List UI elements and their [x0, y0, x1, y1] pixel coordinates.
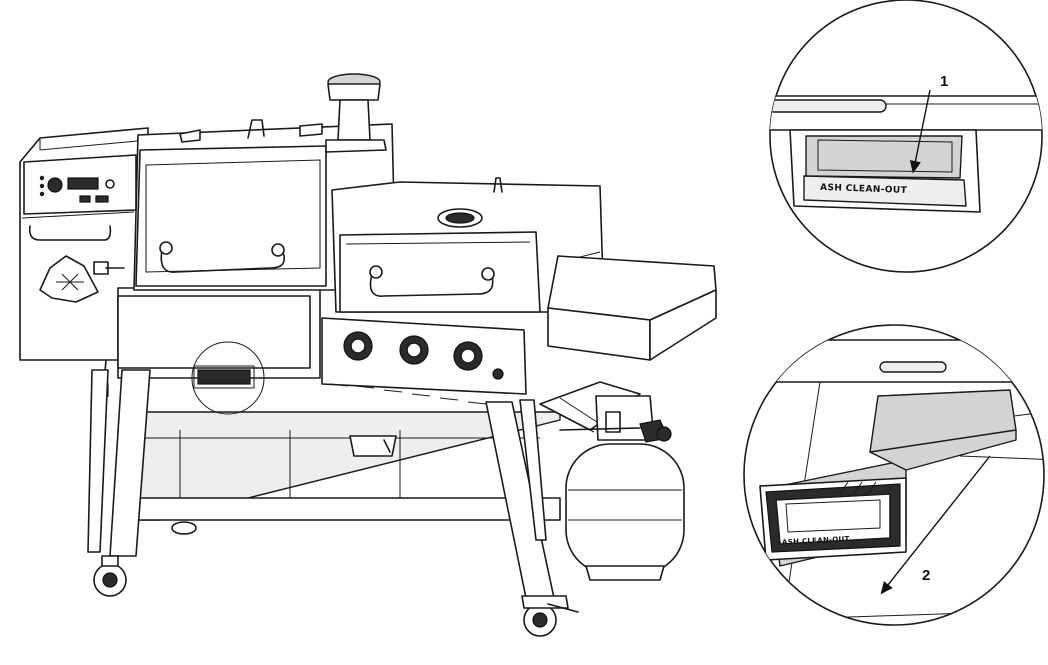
control-dial [47, 177, 63, 193]
step-number-2: 2 [922, 567, 930, 584]
hopper-handle [28, 225, 112, 241]
callout-step-2: ASH CLEAN-OUT 2 [743, 324, 1045, 626]
arrow-down-icon [909, 89, 931, 174]
ash-cleanout-label-2: ASH CLEAN-OUT [782, 535, 850, 547]
magnify-indicator [191, 341, 265, 415]
shelf-front [131, 497, 561, 521]
front-left-leg [109, 369, 151, 557]
digital-display [67, 177, 99, 190]
slot-detail [770, 99, 887, 113]
arrow-diagonal-icon [880, 455, 991, 595]
grill-illustration [19, 73, 717, 637]
igniter-button [492, 368, 504, 380]
grease-bucket [349, 435, 397, 457]
step-number-1: 1 [940, 73, 948, 90]
brand-badge [39, 255, 99, 303]
grill-lid-handle [369, 273, 494, 297]
propane-tank [565, 443, 685, 575]
smoker-lid-handle [160, 249, 286, 273]
callout-step-1: ASH CLEAN-OUT 1 [769, 0, 1043, 273]
ash-cleanout-handle [197, 369, 251, 385]
ash-cleanout-label-1: ASH CLEAN-OUT [820, 183, 908, 196]
chimney [337, 99, 371, 141]
